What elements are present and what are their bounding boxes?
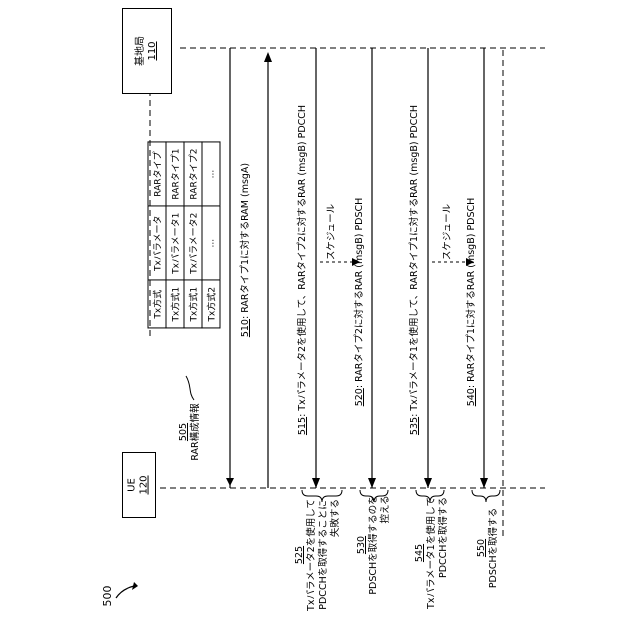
config-cell: ...: [202, 206, 220, 280]
config-row: Tx方式2......: [202, 142, 220, 328]
step-530-ref: 530: [356, 495, 368, 594]
config-row: Tx方式1Txパラメータ2RARタイプ2: [184, 142, 202, 328]
config-table: Tx方式TxパラメータRARタイプTx方式1Txパラメータ1RARタイプ1Tx方…: [148, 142, 221, 329]
step-530-line1: PDSCHを取得するのを: [368, 495, 380, 594]
config-cell: RARタイプ2: [184, 142, 202, 206]
msg-540-label: 540: RARタイプ1に対するRAR (msgB) PDSCH: [466, 198, 478, 407]
step-525-line2: PDCCHを取得することに: [318, 499, 330, 611]
config-cell: RARタイプ1: [166, 142, 184, 206]
config-cell: Txパラメータ1: [166, 206, 184, 280]
ue-step-525: 525 Txパラメータ2を使用して PDCCHを取得することに 失敗する: [294, 499, 342, 611]
ue-step-550: 550 PDSCHを取得する: [476, 508, 500, 588]
config-ref: 505: [178, 403, 190, 460]
msg-535-label: 535: Txパラメータ1を使用して、RARタイプ1に対するRAR (msgB)…: [409, 105, 421, 435]
config-label-wrap: 505 RAR構成情報: [150, 412, 230, 452]
figure-label: 500: [102, 586, 114, 607]
step-525-line3: 失敗する: [330, 499, 342, 611]
msg-520-arrow: [368, 478, 376, 488]
step-545-ref: 545: [414, 497, 426, 609]
msg-510-text: : RARタイプ1に対するRAM (msgA): [240, 163, 251, 319]
bs-name: 基地局: [135, 36, 147, 66]
msg-520-label: 520: RARタイプ2に対するRAR (msgB) PDSCH: [354, 198, 366, 407]
msg-540-text: : RARタイプ1に対するRAR (msgB) PDSCH: [466, 198, 477, 388]
config-header-cell: RARタイプ: [148, 142, 166, 206]
config-label: RAR構成情報: [190, 403, 202, 460]
msg-510-up-arrow: [264, 52, 272, 62]
bs-ref: 110: [147, 36, 159, 66]
config-header-cell: Txパラメータ: [148, 206, 166, 280]
step-550-line1: PDSCHを取得する: [488, 508, 500, 588]
msg-515-ref: 515: [297, 417, 308, 435]
ue-box: UE 120: [122, 452, 156, 518]
msg-535-text: : Txパラメータ1を使用して、RARタイプ1に対するRAR (msgB) PD…: [409, 105, 420, 417]
config-cell: Tx方式1: [166, 280, 184, 328]
msg-510-label: 510: RARタイプ1に対するRAM (msgA): [240, 163, 252, 337]
msg-535-ref: 535: [409, 417, 420, 435]
msg-515-text: : Txパラメータ2を使用して、RARタイプ2に対するRAR (msgB) PD…: [297, 105, 308, 417]
config-header-row: Tx方式TxパラメータRARタイプ: [148, 142, 166, 328]
brace-550: [472, 490, 500, 502]
config-row: Tx方式1Txパラメータ1RARタイプ1: [166, 142, 184, 328]
config-cell: ...: [202, 142, 220, 206]
ue-step-545: 545 Txパラメータ1を使用して PDCCHを取得する: [414, 497, 450, 609]
config-cell: Tx方式1: [184, 280, 202, 328]
sched1-label: スケジュール: [326, 204, 338, 260]
msg-540-arrow: [480, 478, 488, 488]
step-550-ref: 550: [476, 508, 488, 588]
step-530-line2: 控える: [380, 495, 392, 594]
config-header-cell: Tx方式: [148, 280, 166, 328]
msg-515-arrow: [312, 478, 320, 488]
step-525-ref: 525: [294, 499, 306, 611]
msg-520-ref: 520: [354, 388, 365, 406]
figure-arrow: [116, 586, 134, 598]
msg-535-arrow: [424, 478, 432, 488]
ue-name: UE: [127, 475, 139, 494]
bs-box: 基地局 110: [122, 8, 172, 94]
ue-ref: 120: [139, 475, 151, 494]
msg-540-ref: 540: [466, 388, 477, 406]
config-cell: Txパラメータ2: [184, 206, 202, 280]
step-525-line1: Txパラメータ2を使用して: [306, 499, 318, 611]
config-cell: Tx方式2: [202, 280, 220, 328]
config-table-wrap: Tx方式TxパラメータRARタイプTx方式1Txパラメータ1RARタイプ1Tx方…: [148, 90, 220, 380]
step-545-line2: PDCCHを取得する: [438, 497, 450, 609]
step-545-line1: Txパラメータ1を使用して: [426, 497, 438, 609]
sched2-label: スケジュール: [442, 204, 454, 260]
msg-520-text: : RARタイプ2に対するRAR (msgB) PDSCH: [354, 198, 365, 388]
msg-515-label: 515: Txパラメータ2を使用して、RARタイプ2に対するRAR (msgB)…: [297, 105, 309, 435]
ue-step-530: 530 PDSCHを取得するのを 控える: [356, 495, 392, 594]
msg-510-ref: 510: [240, 319, 251, 337]
msg-510-arrow: [226, 478, 234, 486]
